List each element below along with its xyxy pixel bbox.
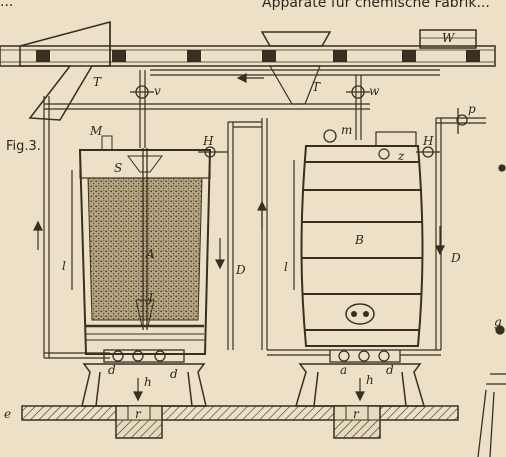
- label-w: w: [369, 84, 380, 98]
- label-e: e: [4, 407, 11, 421]
- label-a: a: [340, 363, 347, 377]
- figure-caption: Fig.3.: [6, 139, 41, 154]
- label-D-left: D: [235, 263, 246, 277]
- header-right-text: Apparate für chemische Fabrik...: [262, 0, 490, 11]
- label-h-right: h: [366, 373, 374, 387]
- valve-h-right: [416, 146, 440, 158]
- label-z: z: [397, 149, 405, 163]
- manifold-left: [103, 349, 185, 363]
- label-d-right: d: [386, 363, 394, 377]
- valve-v: [130, 85, 154, 99]
- header-left-text: ...: [0, 0, 13, 10]
- partial-apparatus-right: [477, 164, 506, 457]
- label-B: B: [354, 233, 364, 247]
- label-d-left2: d: [170, 367, 178, 381]
- tank-A: [78, 135, 212, 355]
- feed-box-w: [419, 29, 477, 49]
- label-H-left: H: [202, 134, 214, 148]
- label-h-left: h: [144, 375, 152, 389]
- label-H-right: H: [422, 134, 434, 148]
- label-W: W: [442, 31, 456, 45]
- label-T-left: T: [93, 75, 102, 89]
- valve-h-left: [198, 146, 228, 158]
- label-S: S: [114, 161, 122, 175]
- label-p: p: [468, 102, 476, 116]
- valve-p: [456, 108, 468, 134]
- label-r-right: r: [353, 407, 360, 421]
- manifold-right: [329, 349, 401, 363]
- label-T-right: T: [312, 80, 321, 94]
- label-D-right: D: [450, 251, 461, 265]
- floor: [21, 405, 459, 439]
- tank-B: [300, 129, 424, 347]
- label-r-left: r: [135, 407, 142, 421]
- flow-arrows: [33, 73, 445, 402]
- conveyor-beam: [0, 45, 496, 67]
- valve-w: [346, 85, 370, 99]
- page-header: ... Apparate für chemische Fabrik...: [0, 0, 490, 11]
- label-v: v: [154, 84, 161, 98]
- label-A: A: [145, 247, 155, 261]
- label-l-right: l: [284, 260, 288, 274]
- hopper-left: [19, 21, 111, 121]
- label-M: M: [89, 124, 103, 138]
- pipe-network: [43, 69, 486, 359]
- label-J: J: [145, 291, 154, 305]
- label-m: m: [341, 123, 352, 137]
- label-g: g: [494, 315, 502, 329]
- label-d-left1: d: [108, 363, 116, 377]
- label-l-left: l: [62, 259, 66, 273]
